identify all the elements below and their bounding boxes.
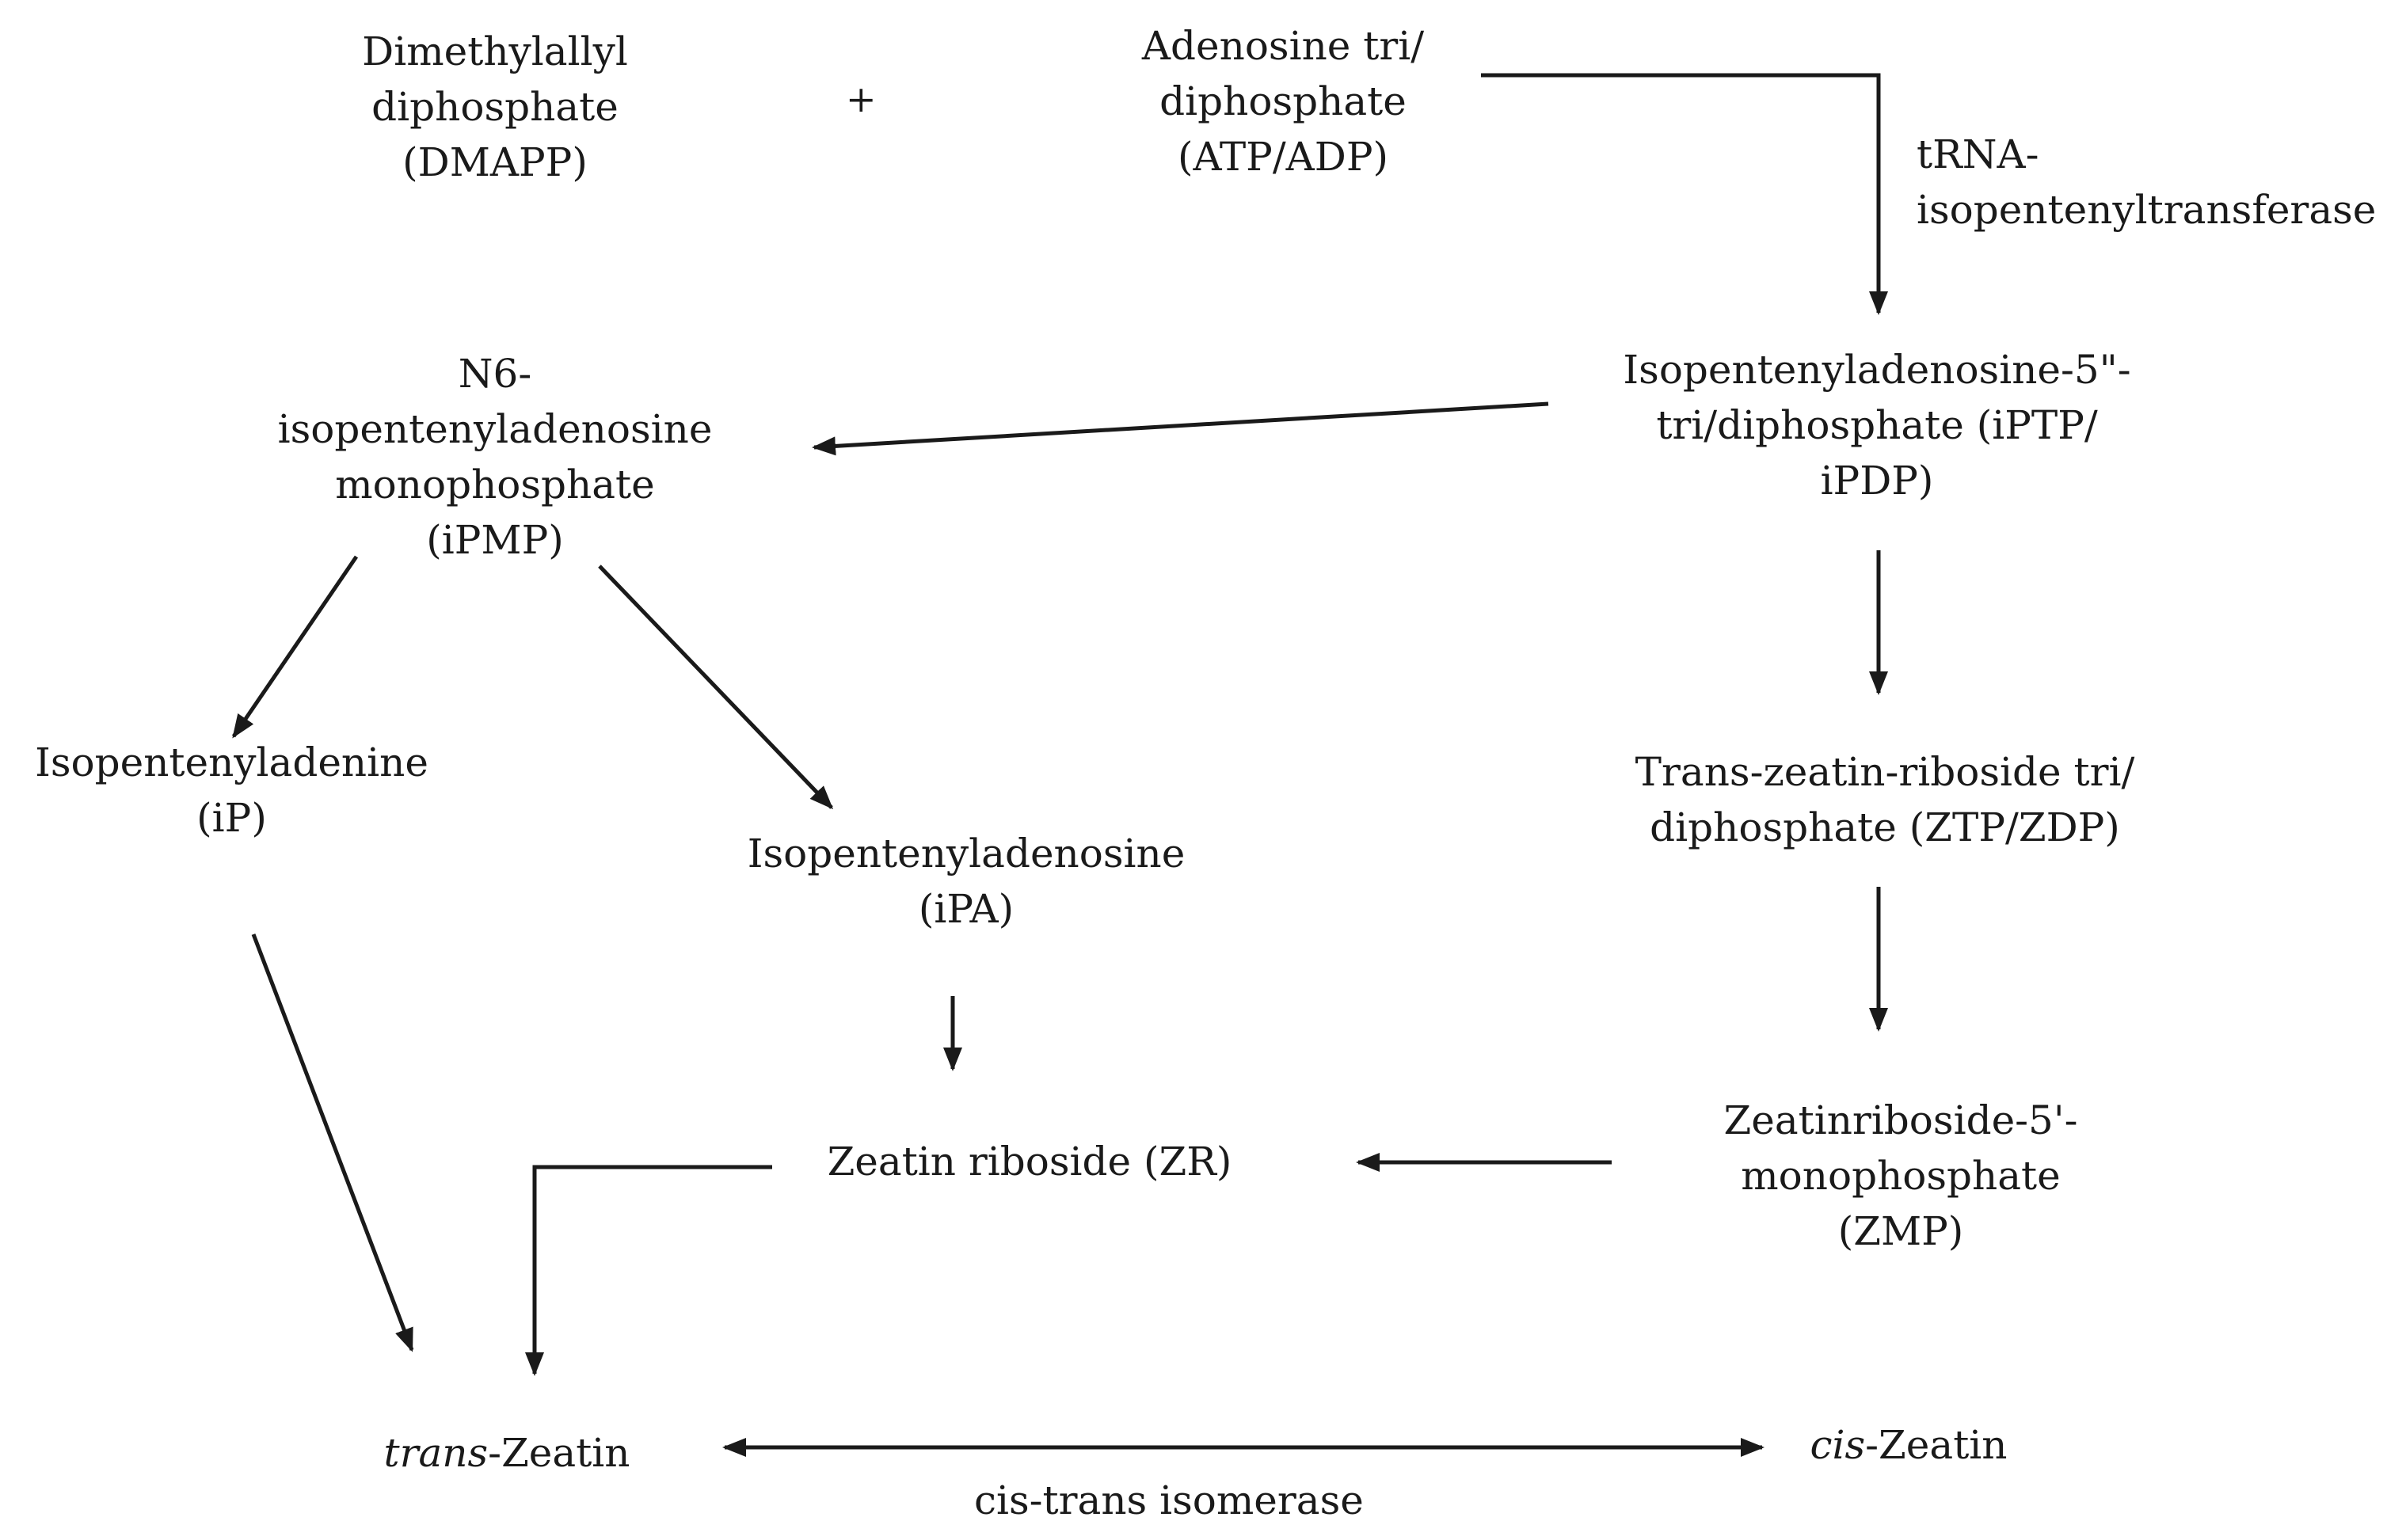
node-zmp-line-1: Zeatinriboside-5'-	[1723, 1097, 2078, 1143]
node-ipmp-line-2: isopentenyladenosine	[277, 406, 713, 452]
node-dmapp-line-2: diphosphate	[371, 84, 619, 130]
cis-zeatin-suffix: -Zeatin	[1865, 1422, 2008, 1468]
node-ztp-line-2: diphosphate (ZTP/ZDP)	[1650, 804, 2120, 850]
node-zr: Zeatin riboside (ZR)	[784, 1134, 1275, 1189]
node-ipa: Isopentenyladenosine (iPA)	[713, 826, 1220, 937]
arrow-iptp-to-ipmp	[812, 401, 1549, 456]
trans-zeatin-prefix: trans	[383, 1430, 489, 1476]
node-ipmp: N6- isopentenyladenosine monophosphate (…	[238, 346, 752, 568]
node-atp-line-3: (ATP/ADP)	[1177, 134, 1389, 180]
node-ip-line-2: (iP)	[196, 795, 267, 841]
node-zmp: Zeatinriboside-5'- monophosphate (ZMP)	[1679, 1093, 2122, 1259]
node-ipa-line-2: (iPA)	[918, 886, 1015, 932]
enzyme-isomerase: cis-trans isomerase	[974, 1477, 1364, 1523]
node-atp-line-2: diphosphate	[1159, 78, 1407, 124]
arrow-zr-to-trans-zeatin	[525, 1165, 772, 1376]
trans-zeatin-suffix: -Zeatin	[488, 1430, 630, 1476]
node-ipmp-line-3: monophosphate	[335, 462, 655, 508]
node-iptp-line-2: tri/diphosphate (iPTP/	[1656, 402, 2098, 448]
node-ztp: Trans-zeatin-riboside tri/ diphosphate (…	[1608, 744, 2162, 855]
node-zmp-line-3: (ZMP)	[1837, 1208, 1964, 1254]
node-ipa-line-1: Isopentenyladenosine	[747, 831, 1186, 876]
node-zmp-line-2: monophosphate	[1741, 1153, 2061, 1199]
plus-sign: +	[846, 78, 877, 120]
node-atp-line-1: Adenosine tri/	[1141, 23, 1425, 69]
node-dmapp-line-1: Dimethylallyl	[362, 29, 628, 74]
enzyme-trna-ipt-line-1: tRNA-	[1917, 131, 2039, 177]
node-dmapp: Dimethylallyl diphosphate (DMAPP)	[348, 24, 641, 190]
node-dmapp-line-3: (DMAPP)	[402, 139, 588, 185]
arrow-atp-to-iptp	[1481, 73, 1888, 315]
node-ipmp-line-4: (iPMP)	[426, 517, 564, 563]
node-iptp: Isopentenyladenosine-5"- tri/diphosphate…	[1568, 342, 2186, 508]
node-cis-zeatin: cis-Zeatin	[1774, 1417, 2043, 1473]
arrow-ip-to-trans-zeatin	[251, 934, 414, 1352]
arrow-ipmp-to-ip	[231, 555, 359, 739]
cis-zeatin-prefix: cis	[1810, 1422, 1866, 1468]
node-atp: Adenosine tri/ diphosphate (ATP/ADP)	[1085, 18, 1481, 184]
node-ip-line-1: Isopentenyladenine	[35, 740, 428, 785]
node-iptp-line-3: iPDP)	[1820, 458, 1934, 504]
node-ztp-line-1: Trans-zeatin-riboside tri/	[1635, 749, 2135, 795]
arrow-ipmp-to-ipa	[598, 565, 834, 810]
enzyme-trna-ipt: tRNA- isopentenyltransferase	[1917, 127, 2376, 238]
node-zr-line-1: Zeatin riboside (ZR)	[827, 1139, 1232, 1184]
enzyme-trna-ipt-line-2: isopentenyltransferase	[1917, 187, 2377, 233]
node-trans-zeatin: trans-Zeatin	[348, 1425, 665, 1481]
node-ip: Isopentenyladenine (iP)	[16, 735, 447, 846]
node-ipmp-line-1: N6-	[458, 351, 532, 397]
node-iptp-line-1: Isopentenyladenosine-5"-	[1623, 347, 2131, 393]
